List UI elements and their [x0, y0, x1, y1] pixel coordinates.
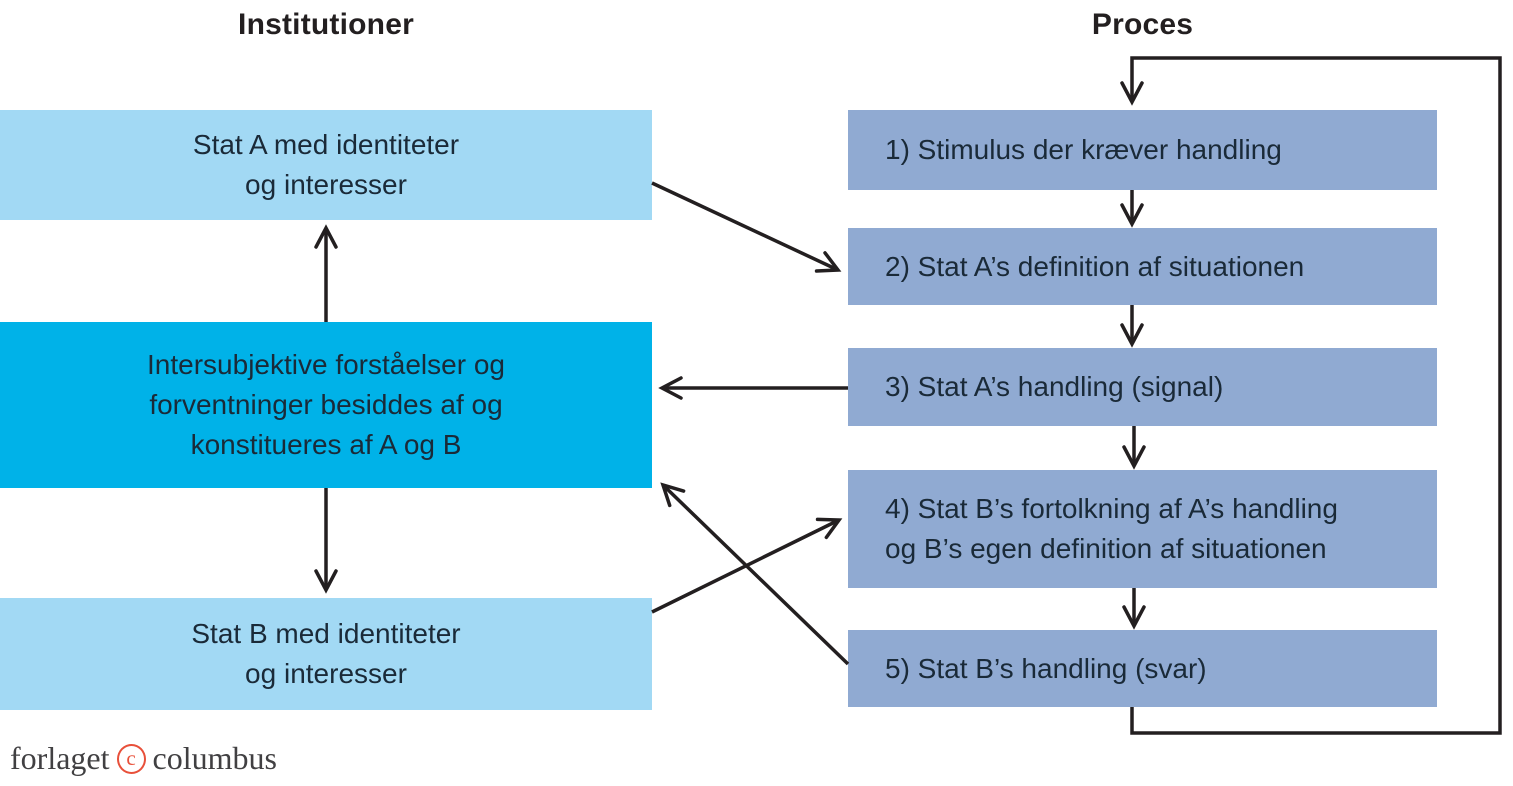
- institution-box-state-a: Stat A med identiteter og interesser: [0, 110, 652, 220]
- process-step-5-state-b-action: 5) Stat B’s handling (svar): [848, 630, 1437, 707]
- column-title-institutions: Institutioner: [238, 8, 414, 41]
- process-step-2-state-a-definition: 2) Stat A’s definition af situationen: [848, 228, 1437, 305]
- arrow-state-a-to-step2: [651, 181, 842, 273]
- process-step-3-state-a-action: 3) Stat A’s handling (signal): [848, 348, 1437, 426]
- publisher-word-columbus: columbus: [152, 740, 277, 776]
- copyright-letter: c: [126, 745, 136, 770]
- process-step-1-stimulus: 1) Stimulus der kræver handling: [848, 110, 1437, 190]
- institution-box-state-b: Stat B med identiteter og interesser: [0, 598, 652, 710]
- copyright-icon: c: [116, 743, 146, 774]
- arrow-step5-to-intersubjective: [660, 482, 850, 666]
- institution-box-intersubjective-understandings: Intersubjektive forståelser og forventni…: [0, 322, 652, 488]
- publisher-word-forlaget: forlaget: [10, 740, 110, 776]
- column-title-process: Proces: [1091, 8, 1194, 41]
- process-step-4-state-b-interpretation: 4) Stat B’s fortolkning af A’s handling …: [848, 470, 1437, 588]
- arrow-state-b-to-step4: [651, 517, 843, 614]
- publisher-logo: forlaget c columbus: [10, 740, 277, 777]
